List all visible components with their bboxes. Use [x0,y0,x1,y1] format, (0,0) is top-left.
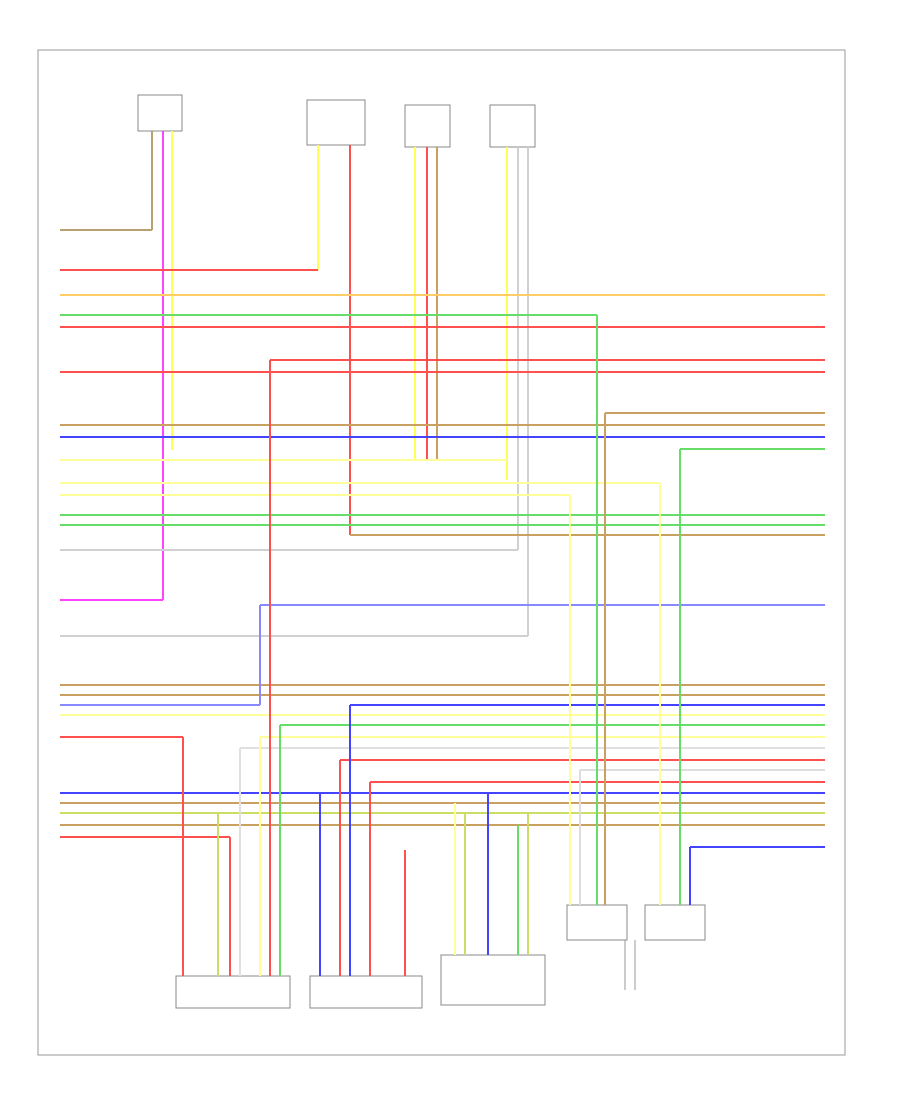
top-component-3 [404,104,451,148]
bottom-component-4 [566,904,628,941]
bottom-component-1 [175,975,291,1009]
bottom-component-2 [309,975,423,1009]
top-component-1 [137,94,183,132]
top-component-2 [306,99,366,146]
bottom-component-5 [644,904,706,941]
diagram-border [37,49,846,1056]
top-component-4 [489,104,536,148]
bottom-component-3 [440,954,546,1006]
